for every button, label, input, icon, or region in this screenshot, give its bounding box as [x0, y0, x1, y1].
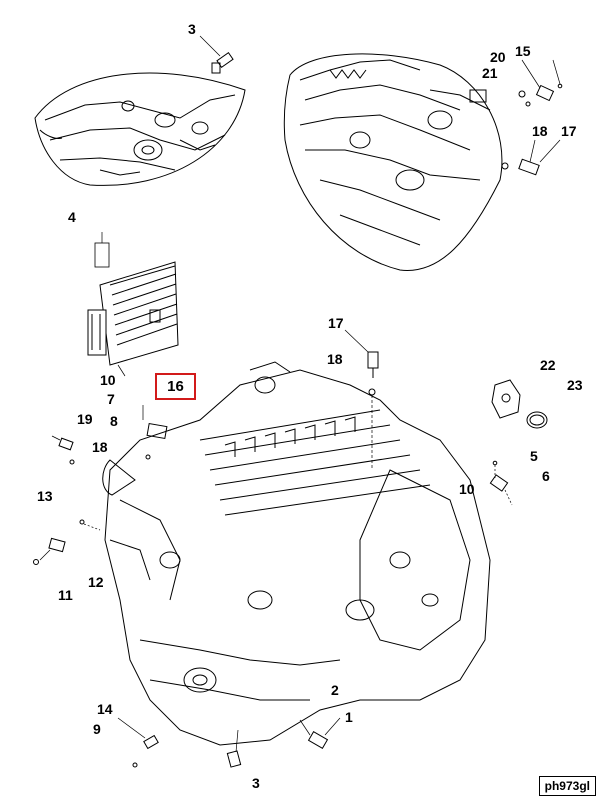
part-12-sensor	[33, 519, 101, 565]
callout-15: 15	[515, 43, 531, 59]
callout-13: 13	[37, 488, 53, 504]
part-19-sensor	[51, 435, 75, 465]
engine-block	[102, 361, 491, 768]
callout-21: 21	[482, 65, 498, 81]
callout-14: 14	[97, 701, 113, 717]
callout-16-highlight: 16	[155, 373, 196, 400]
part-8-sensor	[142, 405, 168, 460]
callout-6: 6	[542, 468, 550, 484]
callout-18-top: 18	[532, 123, 548, 139]
callout-3-bottom: 3	[252, 775, 260, 791]
callout-20: 20	[490, 49, 506, 65]
callout-1: 1	[345, 709, 353, 725]
figure-code-label: ph973gl	[538, 776, 596, 796]
callout-9: 9	[93, 721, 101, 737]
callout-18-mid: 18	[327, 351, 343, 367]
part-1-sensor	[299, 717, 341, 750]
part-23-seal	[526, 411, 548, 429]
callout-8: 8	[110, 413, 118, 429]
ecm-module	[87, 232, 179, 377]
callout-22: 22	[540, 357, 556, 373]
callout-7: 7	[107, 391, 115, 407]
callout-17-top: 17	[561, 123, 577, 139]
callout-4: 4	[68, 209, 76, 225]
callout-5: 5	[530, 448, 538, 464]
part-3-sensor-top	[199, 35, 234, 74]
callout-19: 19	[77, 411, 93, 427]
part-5-sensor	[489, 460, 513, 506]
part-3-sensor-bottom	[226, 729, 242, 768]
part-15-sensor	[518, 59, 563, 107]
part-22-sensor	[491, 379, 521, 419]
part-17-sensor-mid	[344, 329, 379, 470]
callout-23: 23	[567, 377, 583, 393]
top-left-manifold-detail	[34, 35, 246, 186]
callout-17-mid: 17	[328, 315, 344, 331]
callout-3-top: 3	[188, 21, 196, 37]
callout-2: 2	[331, 682, 339, 698]
callout-10-right: 10	[459, 481, 475, 497]
callout-12: 12	[88, 574, 104, 590]
callout-18-left: 18	[92, 439, 108, 455]
callout-10-left: 10	[100, 372, 116, 388]
top-right-head-detail	[283, 53, 563, 271]
callout-11: 11	[58, 587, 73, 603]
part-14-sensor	[117, 717, 159, 768]
part-17-sensor-top	[501, 139, 561, 176]
